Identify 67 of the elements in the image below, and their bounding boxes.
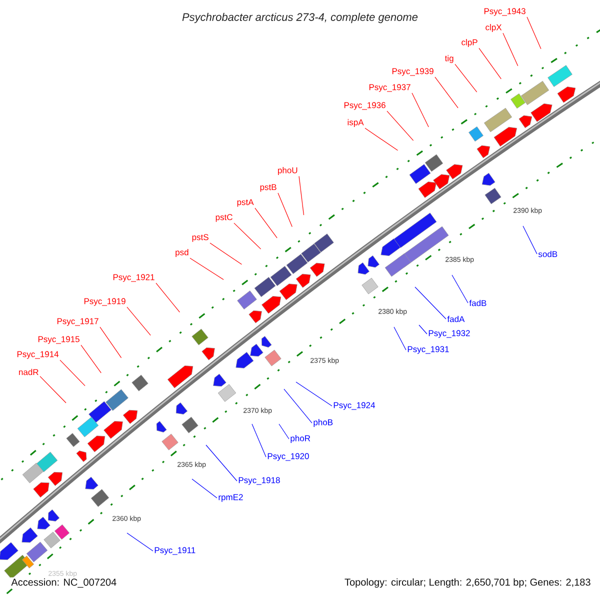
- gene-label: Psyc_1918: [238, 477, 280, 485]
- gene-label: pstB: [260, 184, 276, 192]
- leader-line: [100, 326, 122, 358]
- gene-label: pstA: [237, 199, 254, 207]
- leader-line: [296, 382, 332, 406]
- gene-label: phoB: [314, 419, 333, 427]
- leader-line: [40, 376, 66, 404]
- leader-line: [278, 192, 292, 228]
- leader-line: [478, 48, 502, 80]
- leader-line: [126, 532, 154, 552]
- leader-line: [394, 326, 406, 350]
- leader-line: [364, 128, 398, 151]
- gene-label: Psyc_1919: [84, 298, 126, 306]
- gene-label: Psyc_1939: [392, 68, 434, 76]
- leader-line: [80, 344, 102, 374]
- leader-line: [234, 222, 262, 250]
- leader-line: [206, 444, 238, 482]
- gene-label: clpP: [462, 39, 478, 47]
- gene-label: fadA: [447, 316, 465, 322]
- gene-label: sodB: [538, 250, 558, 258]
- gene-label: rpmE2: [218, 494, 243, 502]
- leader-line: [284, 388, 312, 424]
- gene-label: phoR: [290, 435, 310, 443]
- footer-text: Topology: circular; Length: 2,650,701 bp; Genes: 2,183: [344, 577, 592, 589]
- gene-label: pstC: [216, 214, 232, 222]
- leader-line: [254, 208, 278, 238]
- gene-label: fadB: [469, 300, 486, 306]
- gene-label: Psyc_1920: [268, 453, 309, 461]
- gene-label: Psyc_1921: [113, 274, 154, 282]
- leader-line: [126, 306, 151, 336]
- gene-label: nadR: [19, 368, 38, 376]
- leader-line: [412, 92, 429, 128]
- leader-line: [278, 424, 290, 440]
- gene-label: Psyc_1914: [17, 351, 59, 359]
- gene-label: tig: [444, 55, 454, 63]
- leader-line: [454, 64, 478, 92]
- leader-line: [502, 32, 518, 66]
- leader-line: [60, 360, 86, 386]
- gene-label: Psyc_1932: [428, 330, 470, 338]
- leader-line: [190, 258, 224, 280]
- gene-label: Psyc_1943: [484, 8, 526, 16]
- leader-line: [386, 110, 414, 141]
- leader-line: [526, 16, 542, 50]
- leader-line: [210, 242, 242, 265]
- gene-label: Psyc_1936: [344, 102, 386, 110]
- leader-line: [434, 76, 458, 108]
- gene-label: Psyc_1911: [154, 547, 196, 555]
- title: Psychrobacter arcticus 273-4, complete genome: [182, 12, 418, 24]
- leader-line: [156, 282, 180, 313]
- gene-label: Psyc_1915: [38, 336, 80, 344]
- gene-label: Psyc_1931: [408, 346, 449, 354]
- gene-label: Psyc_1937: [369, 84, 410, 92]
- leader-line: [452, 274, 468, 304]
- gene-label: phoU: [278, 167, 298, 175]
- gene-label: clpX: [486, 24, 502, 32]
- gene-label: Psyc_1924: [334, 402, 375, 410]
- leader-line: [192, 478, 218, 498]
- leader-line: [252, 424, 266, 458]
- gene-label: psd: [176, 249, 188, 257]
- footer-text: Accession: NC_007204: [10, 577, 118, 589]
- gene-label: ispA: [348, 119, 364, 127]
- gene-label: pstS: [192, 234, 208, 242]
- leader-line: [522, 226, 538, 254]
- leader-line: [418, 324, 428, 334]
- gene-label: Psyc_1917: [57, 318, 98, 326]
- leader-line: [298, 176, 304, 216]
- leader-line: [414, 286, 446, 320]
